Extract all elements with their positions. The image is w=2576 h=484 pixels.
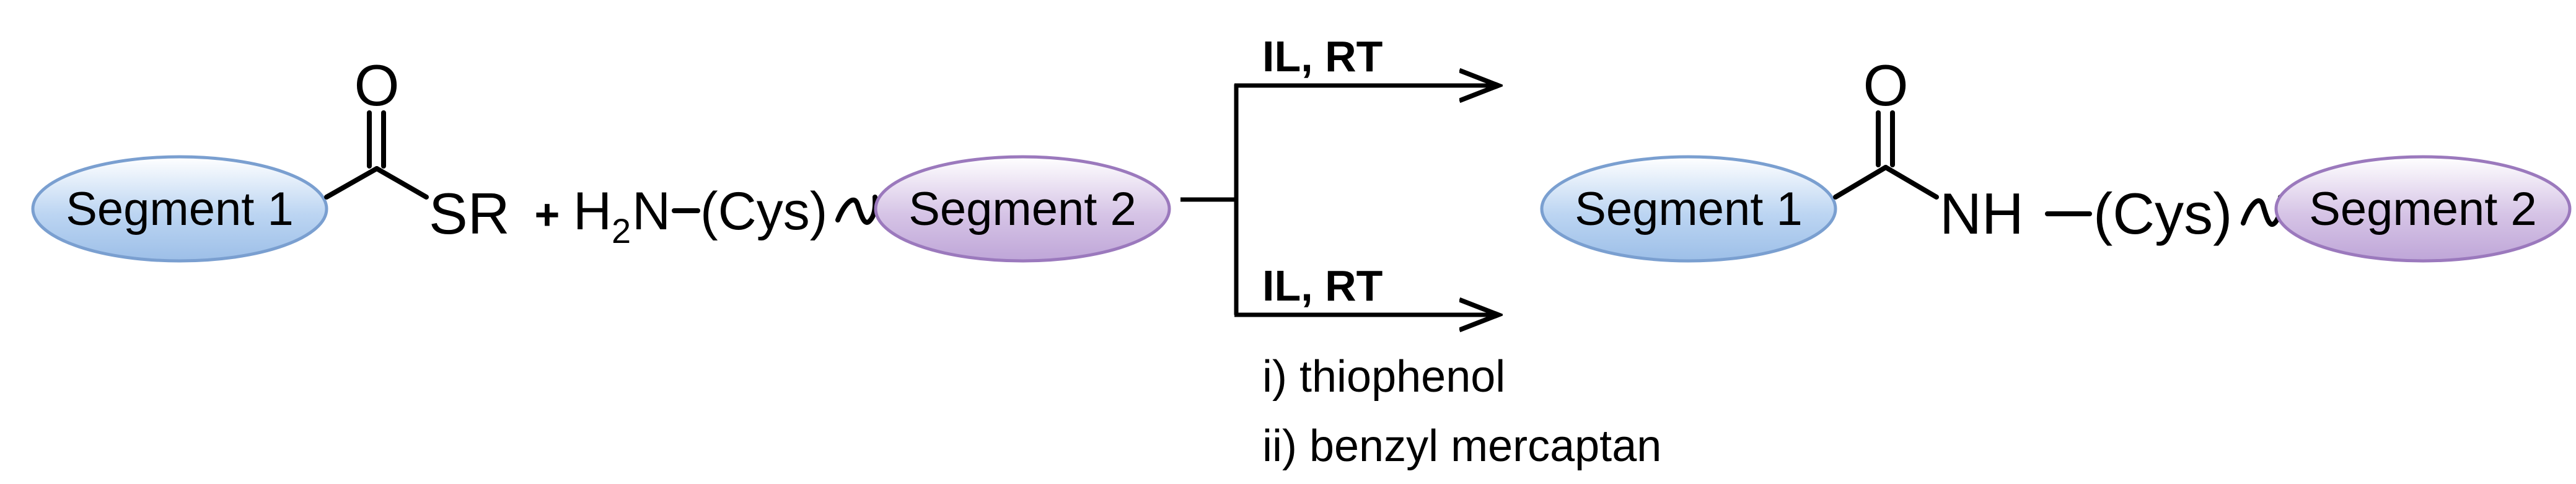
wavy-bond-icon [835,195,878,225]
product-segment-2-label: Segment 2 [2309,183,2537,235]
amine-h-label: H [573,182,612,241]
bond-segment-to-carbonyl [324,166,379,200]
product-segment-2-ellipse [2274,155,2572,263]
amine-subscript: 2 [612,211,631,250]
product-cys-label: (Cys) [2093,181,2233,246]
product-segment-1-ellipse [1540,155,1837,263]
additive-thiophenol: i) thiophenol [1262,352,1505,402]
segment-1-label: Segment 1 [66,183,294,235]
lower-condition-label: IL, RT [1262,262,1383,310]
product-ligated-peptide: Segment 1 O NH (Cys) Segment 2 [1540,53,2572,263]
thioester-sr-label: SR [429,181,510,246]
reactant-thioester: Segment 1 O SR [31,53,510,263]
upper-condition-label: IL, RT [1262,32,1383,81]
amide-nh-label: NH [1940,181,2024,246]
segment-2-ellipse [874,155,1171,263]
additive-benzyl-mercaptan: ii) benzyl mercaptan [1262,421,1661,471]
product-bond-segment-to-carbonyl [1833,165,1888,200]
cys-label-reactant: (Cys) [700,182,827,241]
bond-carbonyl-to-sulfur [374,166,429,200]
product-carbonyl-oxygen-label: O [1863,53,1908,118]
amine-n-label: N [632,182,670,241]
carbonyl-oxygen-label: O [354,53,399,118]
product-bond-carbonyl-to-n [1883,165,1939,200]
segment-2-label: Segment 2 [908,183,1136,235]
segment-1-ellipse [31,155,328,263]
product-segment-1-label: Segment 1 [1575,183,1803,235]
plus-sign: + [535,190,560,239]
reactant-cysteine-peptide: H 2 N (Cys) Segment 2 [573,155,1171,263]
reaction-arrows: IL, RT IL, RT i) thiophenol ii) benzyl m… [1180,32,1661,471]
